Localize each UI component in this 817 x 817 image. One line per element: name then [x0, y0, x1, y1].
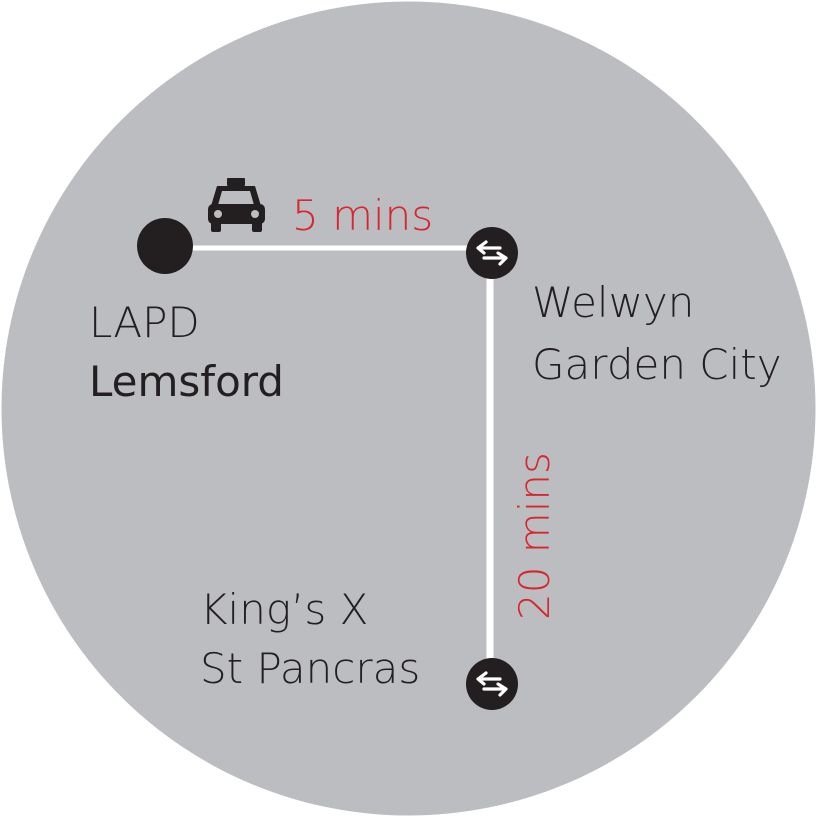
welwyn-rail-node	[466, 227, 518, 279]
origin-dot-icon	[137, 218, 193, 274]
origin-label-line2: Lemsford	[89, 357, 284, 406]
kings-cross-label-line1: King’s X	[200, 585, 368, 634]
taxi-duration-label: 5 mins	[292, 191, 433, 240]
kings-cross-label-line2: St Pancras	[200, 644, 420, 693]
kings-cross-rail-node	[466, 658, 518, 710]
welwyn-label-line2: Garden City	[532, 340, 782, 389]
welwyn-label-line1: Welwyn	[532, 278, 694, 327]
origin-label-line1: LAPD	[89, 298, 200, 347]
taxi-icon	[208, 178, 265, 232]
national-rail-icon	[466, 227, 518, 279]
national-rail-icon	[466, 658, 518, 710]
rail-duration-label: 20 mins	[510, 452, 559, 620]
